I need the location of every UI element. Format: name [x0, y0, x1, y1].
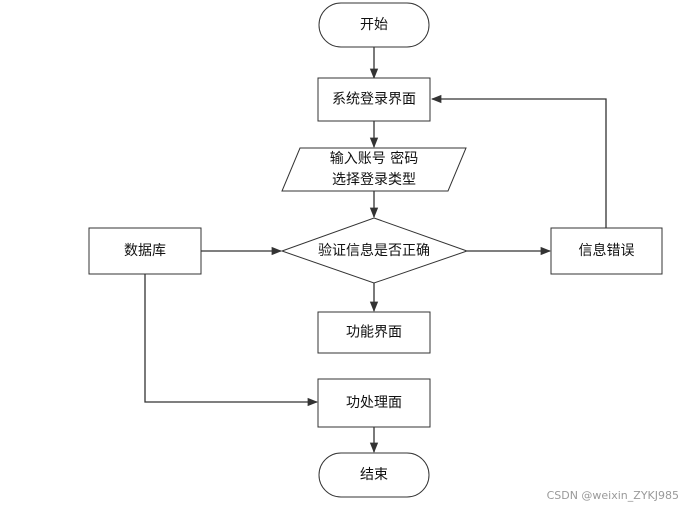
watermark: CSDN @weixin_ZYKJ985	[546, 489, 679, 502]
start-label: 开始	[360, 17, 388, 33]
function-screen-label: 功能界面	[346, 325, 402, 341]
info-error-box	[550, 227, 663, 275]
function-process-box	[317, 378, 431, 428]
function-screen-node: 功能界面	[317, 311, 431, 354]
flow-edges	[144, 47, 607, 454]
start-node: 开始	[318, 2, 430, 48]
verify-node: 验证信息是否正确	[280, 217, 469, 284]
input-parallelogram	[281, 147, 467, 192]
function-screen-box	[317, 311, 431, 354]
end-node: 结束	[318, 452, 430, 498]
info-error-label: 信息错误	[579, 242, 635, 259]
input-label-line1: 输入账号 密码	[330, 150, 418, 167]
start-terminator	[318, 2, 430, 48]
verify-label: 验证信息是否正确	[318, 242, 430, 259]
verify-diamond	[280, 217, 469, 284]
function-process-node: 功处理面	[317, 378, 431, 428]
input-node: 输入账号 密码 选择登录类型	[281, 147, 467, 192]
edge-error-to-login	[430, 94, 607, 228]
edge-database-to-process	[144, 274, 319, 407]
database-node: 数据库	[88, 227, 202, 275]
info-error-node: 信息错误	[550, 227, 663, 275]
function-process-label: 功处理面	[346, 395, 402, 411]
login-screen-box	[317, 77, 431, 122]
login-screen-node: 系统登录界面	[317, 77, 431, 122]
end-label: 结束	[360, 467, 388, 483]
login-screen-label: 系统登录界面	[332, 92, 416, 108]
input-label-line2: 选择登录类型	[332, 172, 416, 188]
end-terminator	[318, 452, 430, 498]
database-box	[88, 227, 202, 275]
database-label: 数据库	[124, 243, 166, 259]
